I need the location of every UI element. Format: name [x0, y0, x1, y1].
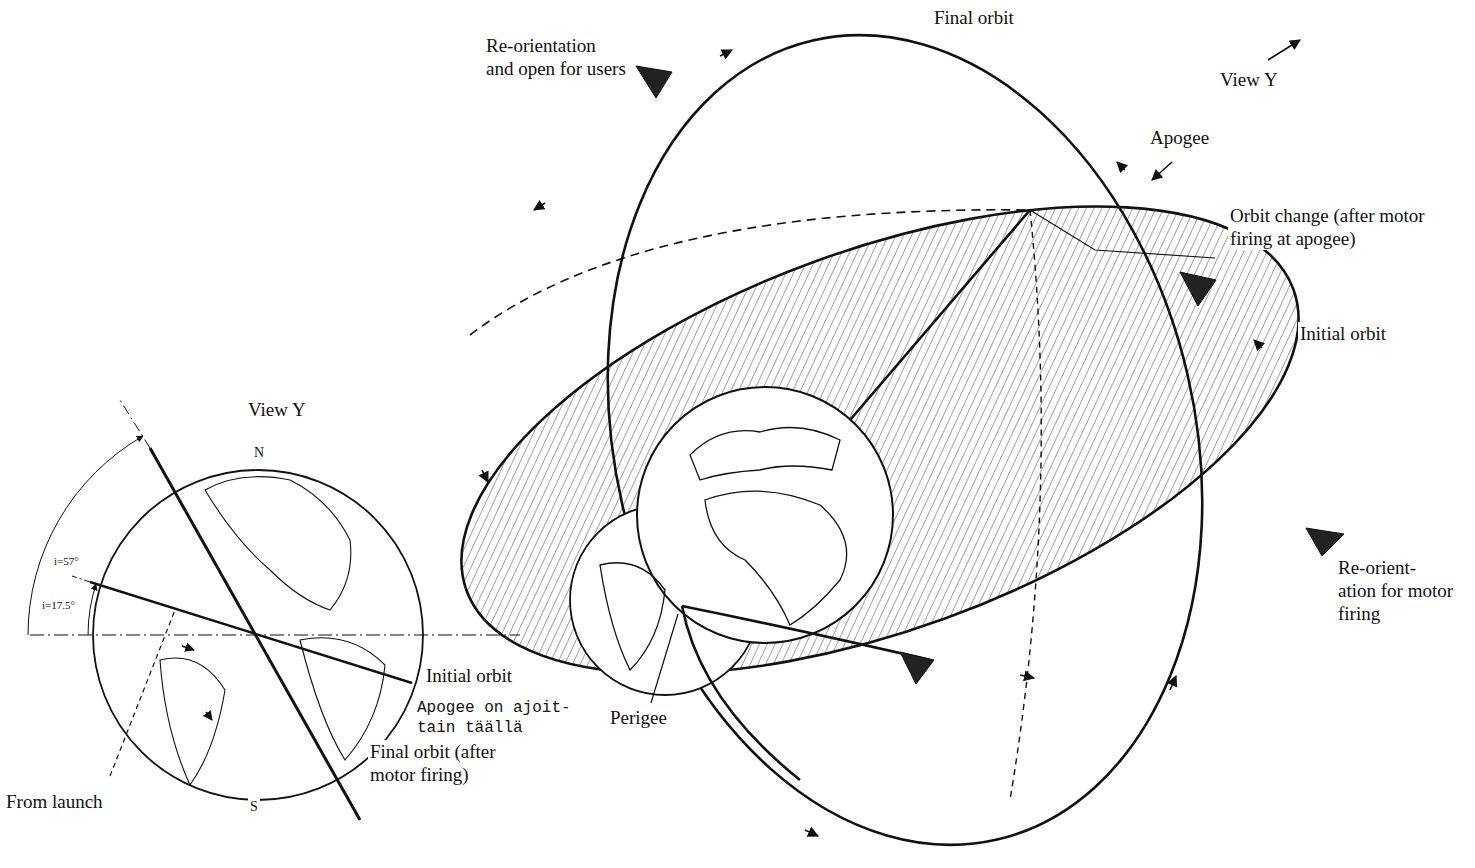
apogee-arrow	[1152, 162, 1172, 180]
extension-line	[72, 576, 90, 582]
label: Final orbit (after motor firing)	[368, 740, 504, 786]
hidden-orbit-arc	[1010, 210, 1041, 800]
label: Apogee on ajoit- tain täällä	[415, 698, 591, 738]
continent	[600, 563, 665, 670]
continent	[160, 658, 225, 785]
label: Re-orient- ation for motor firing	[1336, 556, 1456, 625]
direction-arrow	[206, 712, 212, 720]
final-orbit	[530, 0, 1280, 868]
label: Initial orbit	[1298, 322, 1388, 345]
leader-line	[1030, 210, 1215, 258]
label: View Y	[1218, 68, 1280, 91]
initial-orbit-trace	[90, 582, 412, 683]
angle-arc	[28, 436, 143, 635]
satellite-icon	[636, 66, 1344, 684]
label: Final orbit	[932, 6, 1016, 29]
continent	[705, 491, 847, 625]
label: View Y	[246, 398, 308, 421]
leader-line	[651, 614, 678, 703]
label: Re-orientation and open for users	[484, 34, 628, 80]
label: i=57°	[52, 554, 81, 568]
continent	[205, 477, 351, 610]
label: From launch	[4, 790, 105, 813]
initial-orbit	[402, 111, 1359, 769]
initial-orbit-front	[682, 606, 930, 660]
label: S	[248, 798, 260, 815]
direction-arrow	[182, 646, 194, 650]
equator-line	[30, 635, 520, 636]
orbit-plane-hatch	[402, 111, 1359, 769]
apsides-line	[850, 210, 1030, 420]
final-orbit-front	[682, 606, 800, 780]
label: Orbit change (after motor firing at apog…	[1228, 204, 1447, 250]
direction-arrow	[482, 50, 1262, 836]
hidden-orbit-arc	[470, 210, 1030, 335]
label: Initial orbit	[424, 664, 514, 687]
launch-path	[110, 610, 175, 776]
label: N	[252, 444, 266, 461]
continent	[690, 428, 840, 481]
label: i=17.5°	[40, 598, 77, 612]
angle-arc	[88, 584, 96, 635]
view-arrow	[1268, 40, 1300, 60]
label: Perigee	[608, 706, 669, 729]
label: Apogee	[1148, 126, 1211, 149]
earth	[637, 387, 893, 643]
